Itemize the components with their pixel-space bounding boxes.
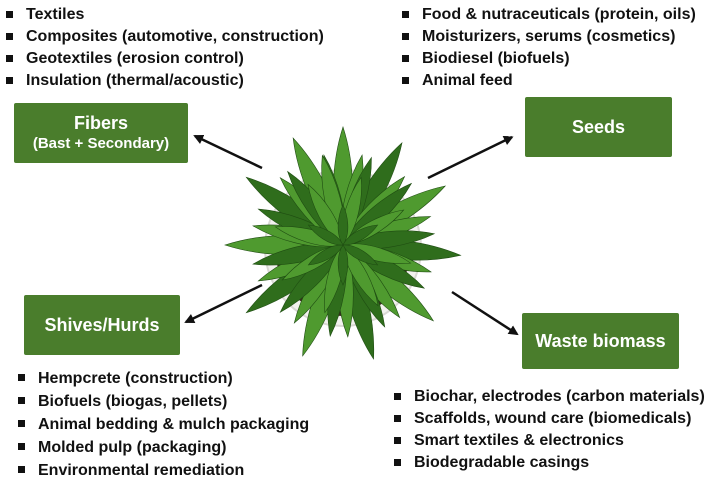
seeds-title: Seeds	[571, 117, 626, 137]
seeds-box: Seeds	[525, 97, 672, 157]
fibers-title: Fibers	[73, 113, 129, 133]
list-item: Animal bedding & mulch packaging	[16, 413, 309, 436]
list-item: Biodiesel (biofuels)	[400, 48, 696, 70]
leaflet	[342, 224, 379, 246]
waste-title: Waste biomass	[535, 331, 666, 351]
list-item: Moisturizers, serums (cosmetics)	[400, 26, 696, 48]
leaflet	[307, 224, 344, 246]
list-item: Animal feed	[400, 70, 696, 92]
leaflet	[307, 183, 344, 246]
arrow-to-fibers	[193, 134, 263, 170]
list-item: Food & nutraceuticals (protein, oils)	[400, 4, 696, 26]
seeds-applications-list: Food & nutraceuticals (protein, oils) Mo…	[400, 4, 696, 92]
list-item: Insulation (thermal/acoustic)	[4, 70, 324, 92]
list-item: Composites (automotive, construction)	[4, 26, 324, 48]
leaf-cluster	[224, 126, 462, 360]
hemp-plant-illustration	[224, 126, 462, 360]
fibers-box: Fibers (Bast + Secondary)	[14, 103, 188, 163]
list-item: Geotextiles (erosion control)	[4, 48, 324, 70]
leaflet	[337, 204, 349, 246]
shives-applications-list: Hempcrete (construction) Biofuels (bioga…	[16, 367, 309, 482]
list-item: Smart textiles & electronics	[392, 430, 705, 452]
list-item: Scaffolds, wound care (biomedicals)	[392, 408, 705, 430]
leaflet	[307, 244, 344, 266]
arrow-to-seeds	[427, 135, 514, 180]
waste-biomass-applications-list: Biochar, electrodes (carbon materials) S…	[392, 386, 705, 474]
list-item: Environmental remediation	[16, 459, 309, 482]
list-item: Hempcrete (construction)	[16, 367, 309, 390]
waste-biomass-box: Waste biomass	[522, 313, 679, 369]
list-item: Biofuels (biogas, pellets)	[16, 390, 309, 413]
arrow-to-waste	[451, 290, 519, 336]
shives-hurds-box: Shives/Hurds	[24, 295, 180, 355]
fibers-applications-list: Textiles Composites (automotive, constru…	[4, 4, 324, 92]
leaflet	[337, 244, 349, 286]
list-item: Biochar, electrodes (carbon materials)	[392, 386, 705, 408]
list-item: Textiles	[4, 4, 324, 26]
fibers-subtitle: (Bast + Secondary)	[32, 135, 170, 152]
shives-title: Shives/Hurds	[44, 315, 160, 335]
arrow-to-shives	[184, 283, 263, 324]
list-item: Biodegradable casings	[392, 452, 705, 474]
list-item: Molded pulp (packaging)	[16, 436, 309, 459]
leaflet	[342, 244, 379, 307]
leaflet	[342, 244, 379, 266]
